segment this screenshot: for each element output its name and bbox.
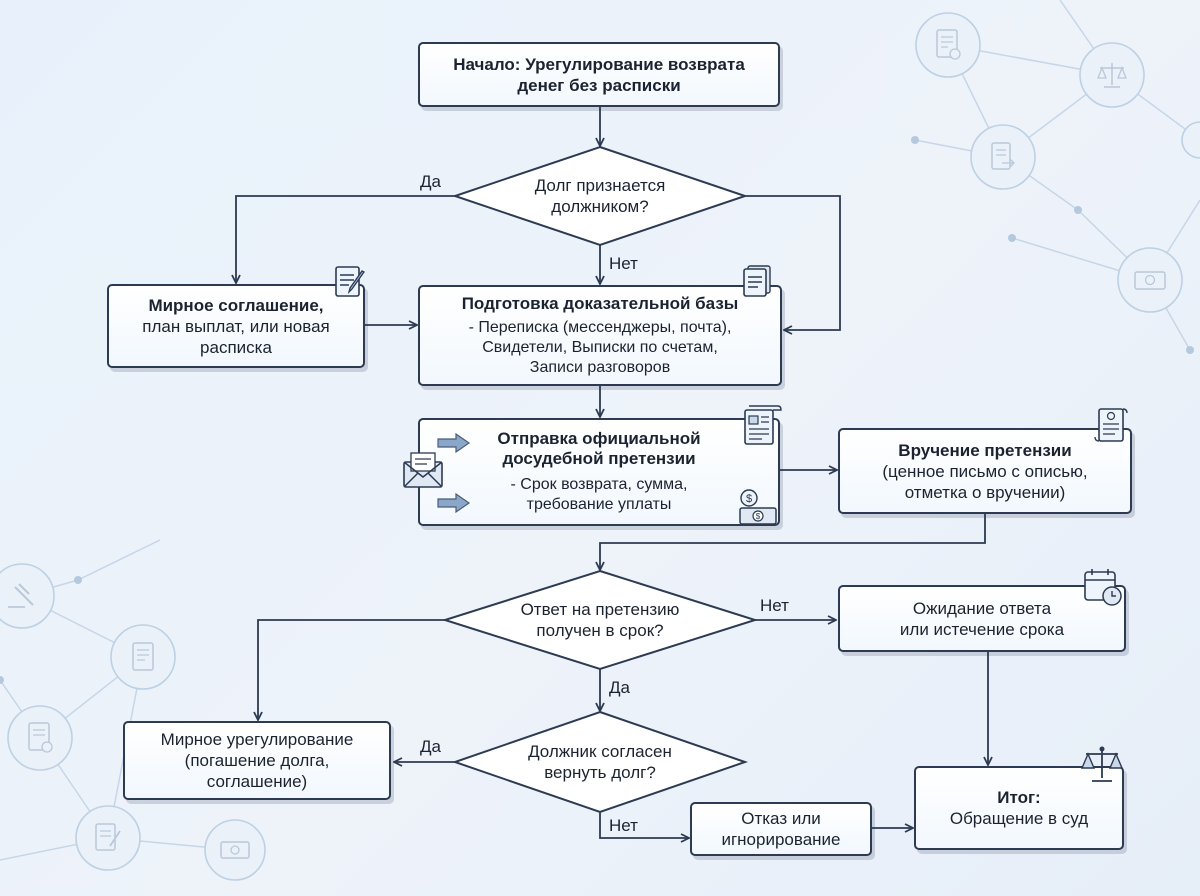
svg-text:$: $ — [756, 512, 761, 521]
peaceful-settlement-line-3: соглашение) — [206, 772, 308, 791]
waiting-node: Ожидание ответа или истечение срока — [838, 585, 1126, 652]
bg-document-arrow-icon — [991, 142, 1015, 170]
start-line-2: денег без расписки — [517, 75, 681, 95]
calendar-clock-icon — [1084, 569, 1122, 606]
refusal-line-2: игнорирование — [721, 830, 841, 849]
background-nodes — [0, 12, 1200, 881]
decision-response-text: Ответ на претензию получен в срок? — [470, 598, 730, 642]
result-node: Итог: Обращение в суд — [914, 766, 1124, 850]
start-node: Начало: Урегулирование возврата денег бе… — [418, 42, 780, 107]
peaceful-settlement-line-1: Мирное урегулирование — [160, 730, 354, 749]
label-no-response: Нет — [760, 596, 789, 615]
peaceful-agreement-title: Мирное соглашение, — [148, 295, 324, 315]
arrow-right-icon — [437, 492, 471, 514]
bg-money-icon — [1134, 271, 1166, 290]
decision-acknowledged-text: Долг признается должником? — [470, 174, 730, 218]
decision-response-line-2: получен в срок? — [536, 621, 664, 640]
refusal-node: Отказ или игнорирование — [690, 802, 872, 856]
claim-title-line-2: досудебной претензии — [502, 449, 696, 468]
contract-icon — [744, 405, 782, 445]
refusal-line-1: Отказ или — [741, 809, 821, 828]
arrow-agree-no-to-refusal — [599, 812, 688, 838]
arrow-yes-to-agreement — [236, 195, 455, 282]
delivery-line-2: отметка о вручении) — [904, 482, 1066, 502]
result-line-1: Обращение в суд — [949, 809, 1089, 828]
peaceful-agreement-line-1: план выплат, или новая — [142, 316, 330, 336]
peaceful-settlement-node: Мирное урегулирование (погашение долга, … — [123, 721, 391, 800]
label-yes-agree: Да — [420, 737, 441, 756]
bg-gavel-icon — [8, 583, 34, 608]
claim-line-1: - Срок возврата, сумма, — [510, 476, 688, 493]
decision-acknowledged-line-2: должником? — [551, 197, 649, 216]
bg-document-icon — [132, 642, 154, 671]
evidence-title: Подготовка доказательной базы — [461, 293, 739, 313]
evidence-line-3: Записи разговоров — [529, 358, 671, 376]
label-no-acknowledged: Нет — [609, 254, 638, 273]
money-icon: $ $ — [739, 489, 777, 525]
decision-acknowledged-line-1: Долг признается — [534, 176, 666, 195]
claim-line-2: требование уплаты — [526, 496, 672, 513]
document-icon — [743, 265, 771, 297]
decision-agree-text: Должник согласен вернуть долг? — [470, 740, 730, 784]
bg-document-check-icon — [936, 29, 961, 60]
label-yes-acknowledged: Да — [420, 172, 441, 191]
document-pen-icon — [335, 266, 365, 297]
arrow-right-to-evidence — [745, 195, 841, 330]
arrow-right-icon — [437, 432, 471, 454]
bg-document-pen-icon — [95, 823, 121, 851]
svg-text:$: $ — [746, 493, 752, 505]
waiting-line-1: Ожидание ответа — [912, 598, 1052, 618]
envelope-icon — [403, 452, 443, 488]
peaceful-agreement-node: Мирное соглашение, план выплат, или нова… — [107, 284, 365, 368]
decision-agree-line-1: Должник согласен — [528, 742, 672, 761]
evidence-line-2: Свидетели, Выписки по счетам, — [482, 338, 718, 356]
arrow-response-left-to-settlement — [258, 619, 445, 719]
decision-response-line-1: Ответ на претензию — [520, 600, 680, 619]
delivery-node: Вручение претензии (ценное письмо с опис… — [838, 428, 1132, 514]
delivery-line-1: (ценное письмо с описью, — [882, 461, 1088, 481]
result-title: Итог: — [997, 788, 1041, 807]
scales-icon — [1080, 746, 1124, 782]
peaceful-agreement-line-2: расписка — [200, 337, 272, 357]
evidence-line-1: - Переписка (мессенджеры, почта), — [468, 318, 732, 336]
delivery-title: Вручение претензии — [898, 440, 1072, 460]
bg-money-icon — [220, 841, 250, 859]
label-yes-response: Да — [609, 678, 630, 697]
waiting-line-2: или истечение срока — [899, 619, 1065, 639]
claim-node: Отправка официальной досудебной претензи… — [418, 418, 780, 526]
claim-title-line-1: Отправка официальной — [497, 429, 701, 448]
bg-document-check-icon — [28, 722, 53, 753]
background-dots — [0, 136, 1194, 684]
scroll-icon — [1094, 408, 1128, 442]
decision-agree-line-2: вернуть долг? — [544, 763, 656, 782]
peaceful-settlement-line-2: (погашение долга, — [184, 751, 330, 770]
label-no-agree: Нет — [609, 816, 638, 835]
arrow-delivery-to-response — [600, 514, 986, 569]
evidence-node: Подготовка доказательной базы - Переписк… — [418, 285, 782, 386]
bg-scales-icon — [1097, 63, 1127, 88]
start-line-1: Начало: Урегулирование возврата — [453, 54, 745, 74]
